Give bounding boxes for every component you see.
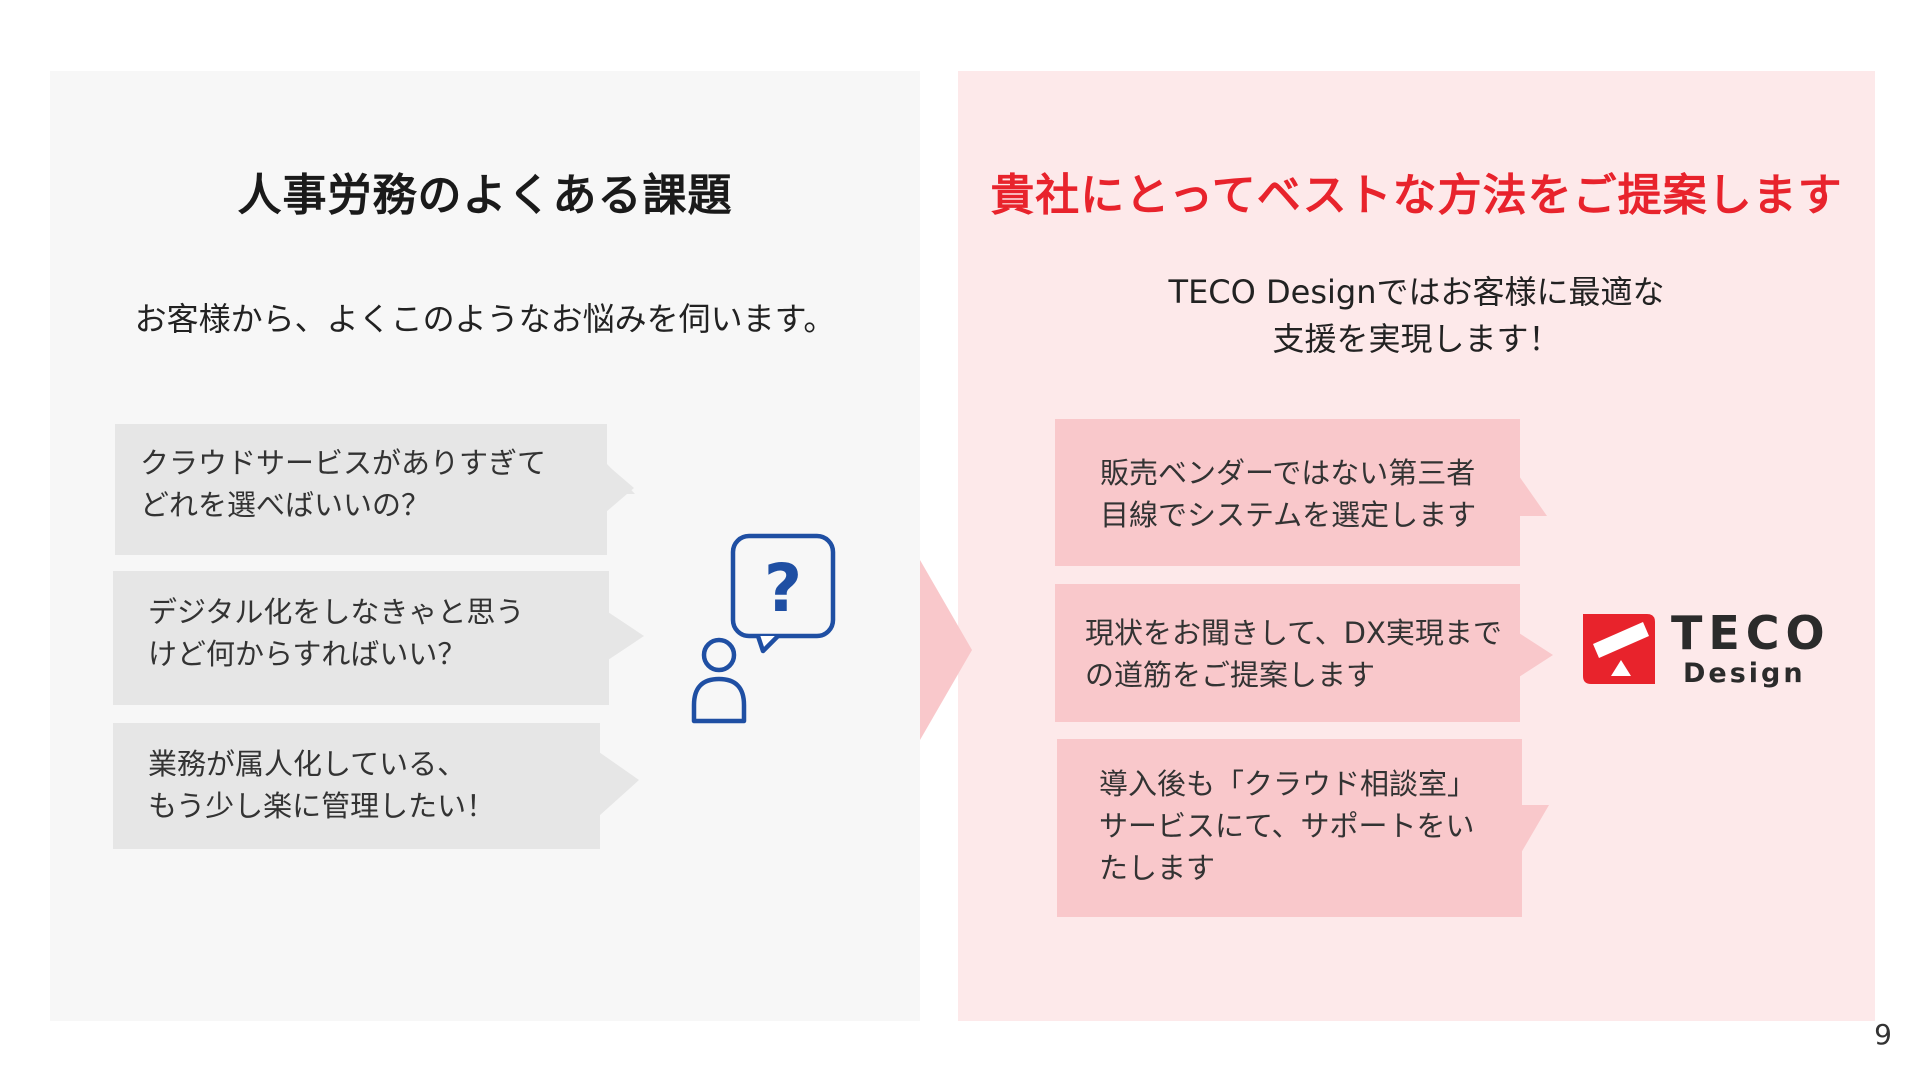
solution-bubble: 現状をお聞きして、DX実現まで の道筋をご提案します	[1055, 584, 1520, 722]
bubble-line: クラウドサービスがありすぎて	[140, 446, 547, 480]
bubble-line: 販売ベンダーではない第三者	[1100, 456, 1476, 490]
problem-bubble: 業務が属人化している、 もう少し楽に管理したい！	[113, 723, 600, 849]
bubble-line: 導入後も「クラウド相談室」	[1099, 767, 1477, 801]
problem-bubble: クラウドサービスがありすぎて どれを選べばいいの？	[115, 424, 635, 555]
right-panel-title: 貴社にとってベストな方法をご提案します	[990, 170, 1843, 221]
solution-bubble: 導入後も「クラウド相談室」 サービスにて、サポートをい たします	[1057, 739, 1522, 917]
teco-design-logo: TECO Design	[1583, 606, 1825, 694]
bubble-line: 目線でシステムを選定します	[1100, 498, 1477, 532]
bubble-line: どれを選べばいいの？	[140, 488, 431, 522]
bubble-tail-shape	[606, 464, 634, 512]
bubble-line: 現状をお聞きして、DX実現まで	[1085, 616, 1502, 650]
teco-logo-mark-icon	[1583, 614, 1655, 684]
logo-subname: Design	[1683, 658, 1806, 689]
person-question-icon: ?	[691, 533, 836, 724]
page-number: 9	[1874, 1018, 1892, 1051]
bubble-tail-shape	[1519, 633, 1553, 677]
bubble-tail-shape	[1521, 805, 1549, 853]
bubble-line: 業務が属人化している、	[148, 747, 467, 781]
left-panel-title: 人事労務のよくある課題	[237, 170, 733, 221]
right-intro-text: TECO Designではお客様に最適な 支援を実現します！	[958, 269, 1875, 363]
right-intro-line: TECO Designではお客様に最適な	[1168, 273, 1665, 311]
solution-bubble: 販売ベンダーではない第三者 目線でシステムを選定します	[1055, 419, 1520, 566]
bubble-line: けど何からすればいい？	[148, 637, 467, 671]
right-intro-line: 支援を実現します！	[1272, 320, 1561, 358]
problem-bubble: デジタル化をしなきゃと思う けど何からすればいい？	[113, 571, 609, 705]
bubble-line: サービスにて、サポートをい	[1099, 809, 1475, 843]
bubble-tail-shape	[599, 752, 639, 816]
svg-text:?: ?	[764, 550, 802, 627]
logo-name: TECO	[1671, 606, 1831, 660]
bubble-line: デジタル化をしなきゃと思う	[148, 595, 525, 629]
bubble-tail-shape	[1519, 476, 1547, 516]
bubble-line: もう少し楽に管理したい！	[148, 789, 496, 823]
transition-arrow	[920, 560, 972, 740]
bubble-line: の道筋をご提案します	[1085, 658, 1376, 692]
bubble-tail-shape	[608, 612, 644, 660]
bubble-line: たします	[1099, 851, 1216, 885]
left-intro-text: お客様から、よくこのようなお悩みを伺います。	[134, 300, 836, 338]
